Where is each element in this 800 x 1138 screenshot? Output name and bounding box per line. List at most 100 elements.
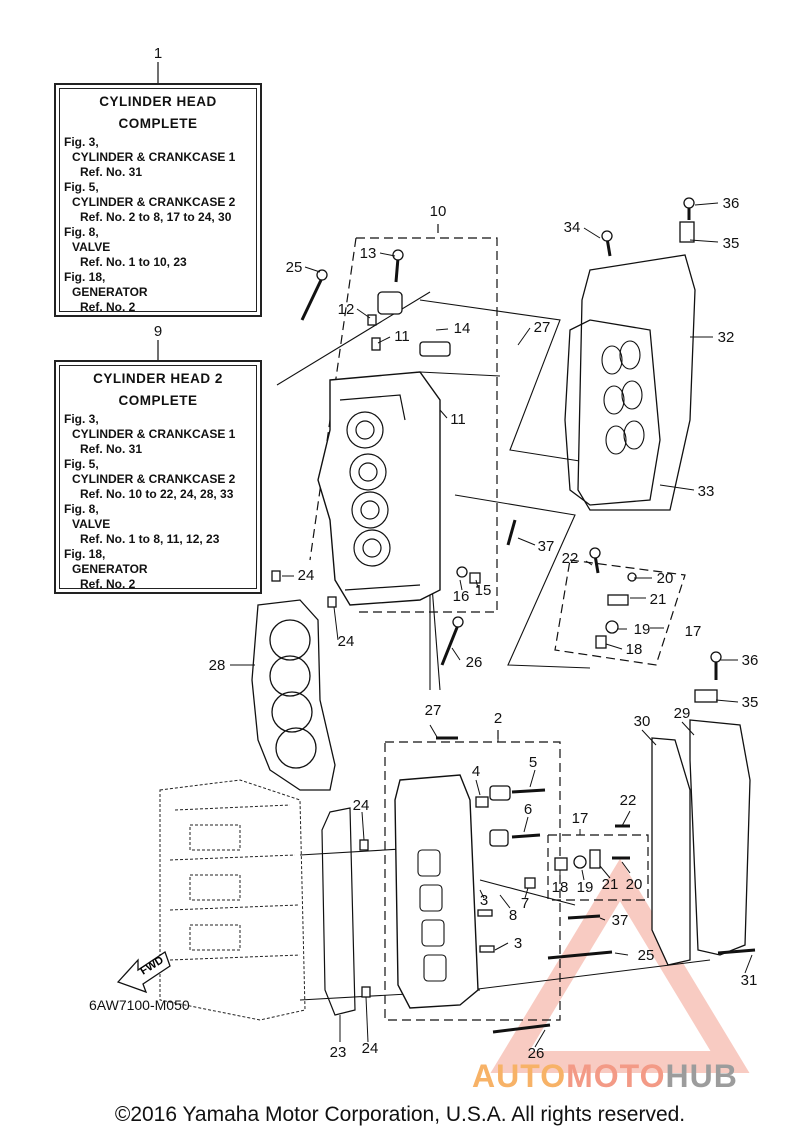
box-reference-line: Ref. No. 1 to 8, 11, 12, 23 — [80, 532, 220, 546]
cylinder-head-2-complete-box: CYLINDER HEAD 2 COMPLETE Fig. 3,CYLINDER… — [54, 360, 262, 594]
callout-number: 3 — [480, 892, 488, 909]
callout-number: 35 — [723, 235, 740, 252]
valve-cover-lower — [651, 719, 751, 966]
callout-number: 36 — [723, 195, 740, 212]
callout-number: 21 — [602, 876, 619, 893]
callout-number: 16 — [453, 588, 470, 605]
callout-number: 25 — [638, 947, 655, 964]
box-reference-line: CYLINDER & CRANKCASE 2 — [72, 472, 236, 486]
callout-number: 30 — [634, 713, 651, 730]
callout-number: 15 — [475, 582, 492, 599]
callout-number: 24 — [298, 567, 315, 584]
callout-number: 24 — [353, 797, 370, 814]
callout-number: 32 — [718, 329, 735, 346]
box-reference-line: CYLINDER & CRANKCASE 1 — [72, 427, 236, 441]
callout-number: 19 — [577, 879, 594, 896]
watermark-part-hub: HUB — [665, 1058, 738, 1094]
box-reference-line: VALVE — [72, 517, 111, 531]
callout-number: 28 — [209, 657, 226, 674]
callout-number: 4 — [472, 763, 480, 780]
box-title-line1: CYLINDER HEAD — [99, 94, 217, 109]
watermark-triangle — [490, 858, 750, 1073]
box-reference-line: Ref. No. 31 — [80, 165, 143, 179]
callout-number: 25 — [286, 259, 303, 276]
box-reference-line: GENERATOR — [72, 285, 148, 299]
cylinder-head-lower — [394, 774, 479, 1009]
box-title-line2: COMPLETE — [118, 116, 198, 131]
callout-number: 24 — [362, 1040, 379, 1057]
callout-number: 37 — [538, 538, 555, 555]
callout-number: 22 — [562, 550, 579, 567]
callout-number: 17 — [572, 810, 589, 827]
box-reference-line: CYLINDER & CRANKCASE 1 — [72, 150, 236, 164]
callout-number: 17 — [685, 623, 702, 640]
box-reference-line: Fig. 18, — [64, 547, 106, 561]
copyright-notice: ©2016 Yamaha Motor Corporation, U.S.A. A… — [114, 1103, 686, 1126]
callout-number: 35 — [742, 694, 759, 711]
callout-number: 7 — [521, 895, 529, 912]
callout-number: 27 — [534, 319, 551, 336]
box-reference-line: GENERATOR — [72, 562, 148, 576]
cylinder-head-upper — [317, 371, 441, 606]
drawing-code: 6AW7100-M050 — [89, 997, 190, 1013]
callout-number: 3 — [514, 935, 522, 952]
callout-number: 5 — [529, 754, 537, 771]
callout-number: 31 — [741, 972, 758, 989]
callout-number: 19 — [634, 621, 651, 638]
callout-number: 37 — [612, 912, 629, 929]
callout-number: 18 — [626, 641, 643, 658]
callout-number: 12 — [338, 301, 355, 318]
callout-number: 14 — [454, 320, 471, 337]
callout-number: 10 — [430, 203, 447, 220]
box-reference-line: VALVE — [72, 240, 111, 254]
callout-number: 22 — [620, 792, 637, 809]
bolts — [271, 197, 756, 1034]
callout-number: 20 — [626, 876, 643, 893]
callout-number: 21 — [650, 591, 667, 608]
box-reference-line: Ref. No. 2 — [80, 300, 136, 314]
box-reference-line: Fig. 3, — [64, 135, 99, 149]
head-gasket — [251, 599, 336, 791]
callout-number: 11 — [394, 328, 410, 345]
callout-number: 9 — [154, 323, 162, 340]
box-reference-line: Ref. No. 2 to 8, 17 to 24, 30 — [80, 210, 232, 224]
box-reference-line: Fig. 8, — [64, 225, 99, 239]
box-reference-line: Fig. 8, — [64, 502, 99, 516]
fwd-arrow: FWD — [116, 950, 171, 994]
cylinder-head-complete-box: CYLINDER HEAD COMPLETE Fig. 3,CYLINDER &… — [54, 83, 262, 317]
valve-cover-upper — [564, 254, 696, 511]
watermark-part-auto: AUTO — [472, 1058, 567, 1094]
watermark-logo: AUTOMOTOHUB — [472, 1058, 738, 1095]
callout-number: 26 — [466, 654, 483, 671]
callout-number: 20 — [657, 570, 674, 587]
box-reference-line: Ref. No. 2 — [80, 577, 136, 591]
callout-number: 34 — [564, 219, 581, 236]
callout-number: 27 — [425, 702, 442, 719]
callout-number: 24 — [338, 633, 355, 650]
box-reference-line: Fig. 5, — [64, 180, 99, 194]
callout-number: 8 — [509, 907, 517, 924]
callout-number: 26 — [528, 1045, 545, 1062]
box-reference-line: Fig. 3, — [64, 412, 99, 426]
callout-number: 2 — [494, 710, 502, 727]
box-reference-line: Ref. No. 1 to 10, 23 — [80, 255, 187, 269]
callout-number: 23 — [330, 1044, 347, 1061]
box-reference-line: Fig. 18, — [64, 270, 106, 284]
callout-number: 33 — [698, 483, 715, 500]
box-reference-line: Ref. No. 31 — [80, 442, 143, 456]
callout-number: 11 — [450, 411, 466, 428]
callout-leaders — [230, 202, 753, 1048]
box-reference-line: CYLINDER & CRANKCASE 2 — [72, 195, 236, 209]
watermark-part-moto: MOTO — [566, 1058, 666, 1094]
box-title-line2: COMPLETE — [118, 393, 198, 408]
box-title-line1: CYLINDER HEAD 2 — [93, 371, 223, 386]
box-reference-line: Fig. 5, — [64, 457, 99, 471]
callout-number: 6 — [524, 801, 532, 818]
callout-number: 36 — [742, 652, 759, 669]
crankcase-block — [159, 779, 306, 1021]
callout-number: 1 — [154, 45, 162, 62]
